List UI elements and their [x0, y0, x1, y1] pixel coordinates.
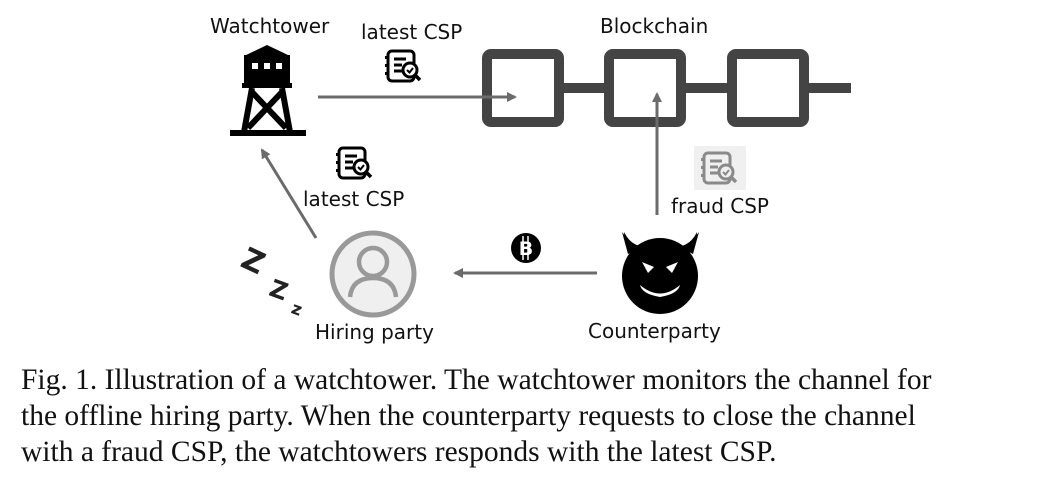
- caption-line: Fig. 1. Illustration of a watchtower. Th…: [21, 364, 932, 396]
- watchtower-diagram: Z Z z B Watchtower Blockchain latest CSP…: [210, 14, 851, 344]
- chain-link: [560, 83, 606, 93]
- document-check-icon: [385, 49, 422, 83]
- chain-link: [807, 83, 851, 93]
- watchtower-label: Watchtower: [210, 14, 330, 38]
- document-check-icon: [336, 146, 373, 180]
- document-check-icon-faded: [694, 146, 746, 190]
- chain-link: [684, 83, 730, 93]
- svg-text:Z: Z: [236, 241, 271, 282]
- blockchain-label: Blockchain: [600, 14, 709, 38]
- edge-label-watchtower-blockchain: latest CSP: [361, 20, 463, 44]
- counterparty-label: Counterparty: [588, 319, 721, 343]
- edge-label-counterparty-blockchain: fraud CSP: [671, 194, 769, 218]
- blockchain-blocks: [482, 49, 851, 127]
- caption-line: with a fraud CSP, the watchtowers respon…: [21, 436, 777, 468]
- block-2: [604, 49, 686, 127]
- caption-line: the offline hiring party. When the count…: [21, 400, 916, 432]
- svg-text:Z: Z: [266, 274, 292, 306]
- block-1: [482, 49, 564, 127]
- watchtower-icon: [230, 45, 306, 136]
- figure-caption: Fig. 1. Illustration of a watchtower. Th…: [21, 362, 1043, 470]
- hiring-party-label: Hiring party: [315, 320, 434, 344]
- svg-text:B: B: [519, 238, 533, 260]
- block-3: [727, 49, 809, 127]
- bitcoin-icon: B: [511, 233, 541, 263]
- devil-face-icon: [622, 232, 699, 314]
- svg-text:z: z: [289, 298, 305, 320]
- user-avatar-icon: [329, 230, 417, 318]
- arrow-hiring-party-to-watchtower: [260, 148, 318, 239]
- edge-label-hiring-watchtower: latest CSP: [303, 187, 405, 211]
- diagram-canvas: Z Z z B: [230, 45, 851, 321]
- sleep-zzz-icon: Z Z z: [236, 241, 305, 321]
